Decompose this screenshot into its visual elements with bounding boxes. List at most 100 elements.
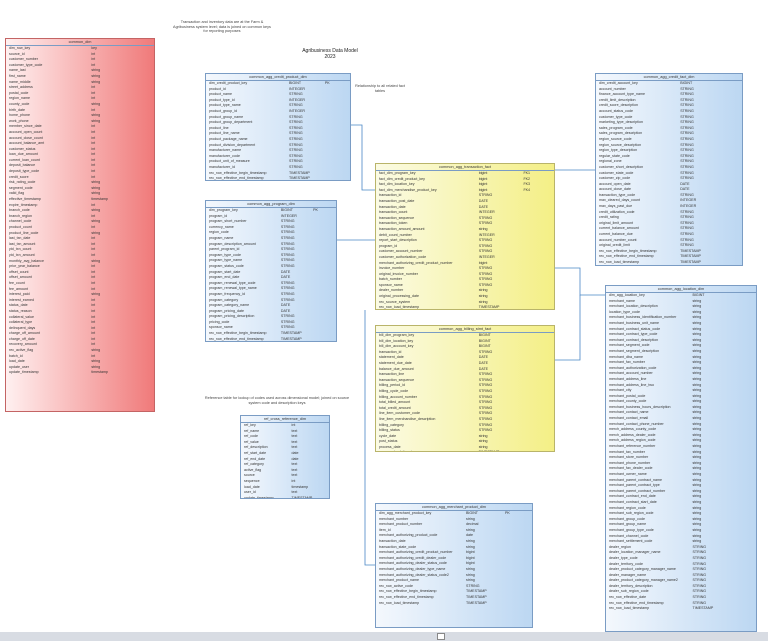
column-type: text	[291, 462, 298, 467]
column-name: transaction_count	[379, 210, 408, 215]
column-type: STRING	[280, 280, 295, 285]
column-type: BIGINT	[680, 81, 693, 85]
column-type: TIMESTAMP	[289, 170, 310, 175]
column-type: string	[692, 483, 702, 488]
column-type: bigint	[478, 176, 488, 181]
column-name: transaction_date	[379, 538, 406, 543]
column-type: bigint	[466, 561, 475, 566]
column-name: location_type_code	[609, 309, 640, 314]
column-type: string	[692, 404, 702, 409]
column-type: TIMESTAMP	[479, 450, 524, 451]
column-name: rec_active_flag	[9, 348, 34, 353]
column-name: merchant_fax_dealer_code	[609, 466, 653, 471]
column-type: int	[91, 275, 96, 280]
table-header: common_agg_location_dim	[606, 286, 756, 293]
column-key: PK	[313, 208, 318, 212]
column-name: dealer_territory_description	[609, 583, 653, 588]
column-type: string	[91, 79, 101, 84]
page-nav-icon[interactable]	[437, 633, 445, 640]
column-type: bigint	[466, 555, 475, 560]
column-name: account_number_count	[599, 237, 637, 242]
column-name: product_group_name	[209, 114, 244, 119]
column-type: int	[91, 146, 96, 151]
column-name: max_days_past_due	[599, 204, 633, 209]
column-type: STRING	[289, 103, 303, 108]
column-type: string	[692, 477, 702, 482]
column-type: INTEGER	[289, 108, 306, 113]
column-type: STRING	[478, 383, 493, 388]
column-type: DATE	[280, 275, 291, 280]
column-type: BIGINT	[478, 338, 491, 343]
column-type: int	[91, 241, 96, 246]
column-type: STRING	[478, 428, 493, 433]
column-type: TIMESTAMP	[466, 600, 487, 605]
column-type: STRING	[680, 243, 694, 248]
column-name: merchant_account_number	[609, 371, 653, 376]
column-type: string	[692, 382, 702, 387]
column-type: STRING	[680, 153, 694, 158]
column-type: date	[291, 450, 299, 455]
column-name: rec_row_effective_begin_timestamp	[379, 589, 437, 594]
table-header: common_agg_transaction_fact	[376, 164, 554, 171]
column-type: string	[478, 294, 488, 299]
column-type: string	[692, 320, 702, 325]
note-right: Relationship to all related fact tables	[355, 84, 405, 93]
column-key	[505, 601, 529, 607]
column-type: STRING	[680, 237, 694, 242]
column-name: merchant_tax_number	[609, 449, 645, 454]
column-type: string	[466, 527, 475, 532]
column-name: merchant_contact_email	[609, 416, 649, 421]
column-name: merchant_parent_contract_type	[609, 483, 660, 488]
column-name: cycle_date	[379, 433, 397, 438]
bottom-scrollbar[interactable]	[0, 632, 768, 641]
column-type: STRING	[280, 314, 295, 319]
column-type: STRING	[680, 131, 694, 136]
column-name: source	[244, 473, 255, 478]
column-name: item_id	[379, 527, 391, 532]
column-name: total_credit_amount	[379, 405, 411, 410]
table-header: common_agg_credit_product_dim	[206, 74, 350, 81]
column-name: merchant_product_number	[379, 522, 423, 527]
column-type: string	[91, 68, 101, 73]
column-name: debit_count_number	[379, 232, 412, 237]
column-type: bigint	[478, 187, 488, 192]
column-name: rec_source_system	[379, 299, 411, 304]
column-type: string	[692, 499, 702, 504]
column-type: string	[692, 298, 702, 303]
column-type: text	[291, 467, 298, 472]
column-key	[313, 496, 326, 498]
column-name: merchant_group_name	[609, 522, 647, 527]
column-type: string	[692, 354, 702, 359]
column-name: effective_timestamp	[9, 197, 41, 202]
column-name: loan_due_amount	[9, 152, 38, 157]
